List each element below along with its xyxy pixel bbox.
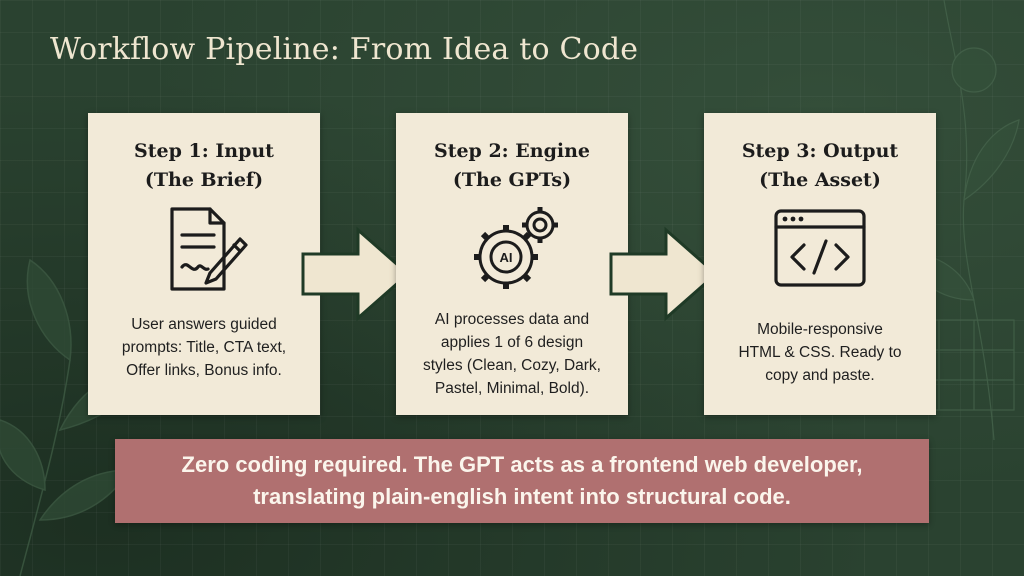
description-line: prompts: Title, CTA text,: [121, 339, 287, 356]
description-line: applies 1 of 6 design: [440, 334, 584, 351]
step-title: Step 1: Input (The Brief): [88, 137, 320, 195]
step-card-engine: Step 2: Engine (The GPTs): [396, 113, 628, 415]
step-description: Mobile-responsive HTML & CSS. Ready to c…: [714, 318, 926, 387]
description-line: Mobile-responsive: [757, 321, 883, 338]
banner-line1: Zero coding required. The GPT acts as a …: [181, 452, 863, 477]
step-title: Step 2: Engine (The GPTs): [396, 137, 628, 195]
description-line: Pastel, Minimal, Bold).: [434, 380, 590, 397]
banner-line2: translating plain-english intent into st…: [253, 484, 791, 509]
step-title: Step 3: Output (The Asset): [704, 137, 936, 195]
step-description: AI processes data and applies 1 of 6 des…: [406, 308, 618, 400]
step-title-line2: (The Asset): [759, 169, 881, 191]
summary-banner: Zero coding required. The GPT acts as a …: [115, 439, 929, 523]
ai-gears-icon: AI: [462, 201, 562, 300]
arrow-right-icon: [609, 226, 719, 322]
description-line: copy and paste.: [765, 367, 875, 384]
step-card-input: Step 1: Input (The Brief) User answers g…: [88, 113, 320, 415]
step-title-line2: (The Brief): [144, 169, 264, 191]
description-line: Offer links, Bonus info.: [126, 362, 282, 379]
arrow-right-icon: [301, 226, 411, 322]
description-line: styles (Clean, Cozy, Dark,: [422, 357, 601, 374]
code-window-icon: [772, 207, 868, 294]
step-title-line1: Step 3: Output: [741, 140, 899, 162]
document-pencil-icon: [158, 205, 250, 300]
step-description: User answers guided prompts: Title, CTA …: [98, 313, 310, 382]
step-title-line1: Step 2: Engine: [433, 140, 591, 162]
ai-label: AI: [500, 250, 513, 265]
step-card-output: Step 3: Output (The Asset) Mobile-respon…: [704, 113, 936, 415]
description-line: AI processes data and: [434, 311, 590, 328]
page-title: Workflow Pipeline: From Idea to Code: [50, 32, 639, 67]
step-title-line1: Step 1: Input: [134, 140, 274, 162]
description-line: HTML & CSS. Ready to: [738, 344, 902, 361]
step-title-line2: (The GPTs): [452, 169, 572, 191]
description-line: User answers guided: [131, 316, 277, 333]
